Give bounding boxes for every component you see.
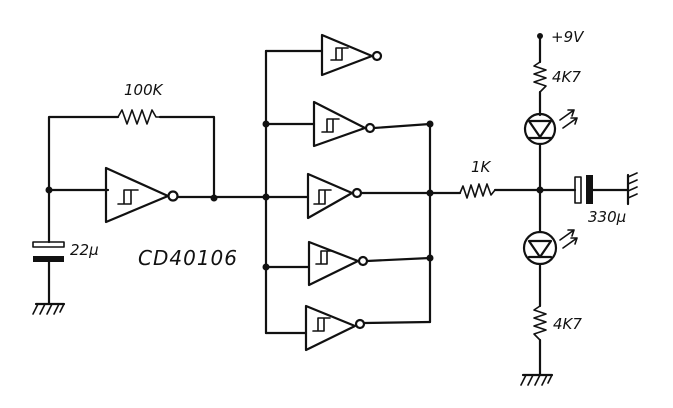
supply-label: +9V — [551, 28, 585, 46]
series-resistor-label: 1K — [471, 158, 492, 176]
timing-capacitor-label: 22μ — [70, 241, 99, 259]
ground-icon — [32, 302, 66, 315]
gate-2-output-wire — [372, 122, 432, 130]
feedback-resistor-label: 100K — [124, 81, 164, 99]
polarized-capacitor-icon — [574, 175, 593, 204]
schmitt-trigger-inverter-icon — [307, 240, 369, 287]
junction-dot — [426, 254, 434, 262]
output-section: 1K +9V 4K7 330μ — [428, 28, 638, 386]
ground-icon — [626, 172, 638, 206]
gate-4-output-wire — [365, 256, 432, 263]
junction-dot — [262, 193, 270, 201]
schmitt-trigger-inverter-icon — [312, 100, 376, 148]
ground-icon — [520, 373, 554, 386]
feedback-wire — [47, 115, 216, 200]
buffer-bank — [262, 33, 434, 352]
junction-dot — [426, 120, 434, 128]
oscillator-section: 100K 22μ CD40106 — [32, 81, 268, 315]
gate-5-output-wire — [362, 320, 432, 325]
schmitt-trigger-inverter-icon — [320, 33, 383, 77]
led-icon — [523, 109, 578, 146]
schmitt-trigger-inverter-icon — [306, 172, 363, 220]
junction-dot — [262, 263, 270, 271]
feedback-resistor — [117, 109, 161, 125]
series-resistor — [459, 183, 496, 199]
bottom-resistor — [533, 305, 547, 341]
series-wire — [428, 188, 542, 195]
led-icon — [522, 229, 578, 266]
polarized-capacitor-icon — [32, 241, 65, 262]
ic-label: CD40106 — [138, 246, 238, 270]
output-capacitor-label: 330μ — [588, 208, 626, 226]
junction-dot — [262, 120, 270, 128]
schmitt-trigger-inverter-icon — [104, 166, 179, 224]
bottom-resistor-label: 4K7 — [553, 315, 582, 333]
top-resistor — [533, 61, 547, 93]
top-resistor-label: 4K7 — [552, 68, 581, 86]
schmitt-trigger-inverter-icon — [304, 304, 366, 352]
junction-dot — [210, 194, 218, 202]
